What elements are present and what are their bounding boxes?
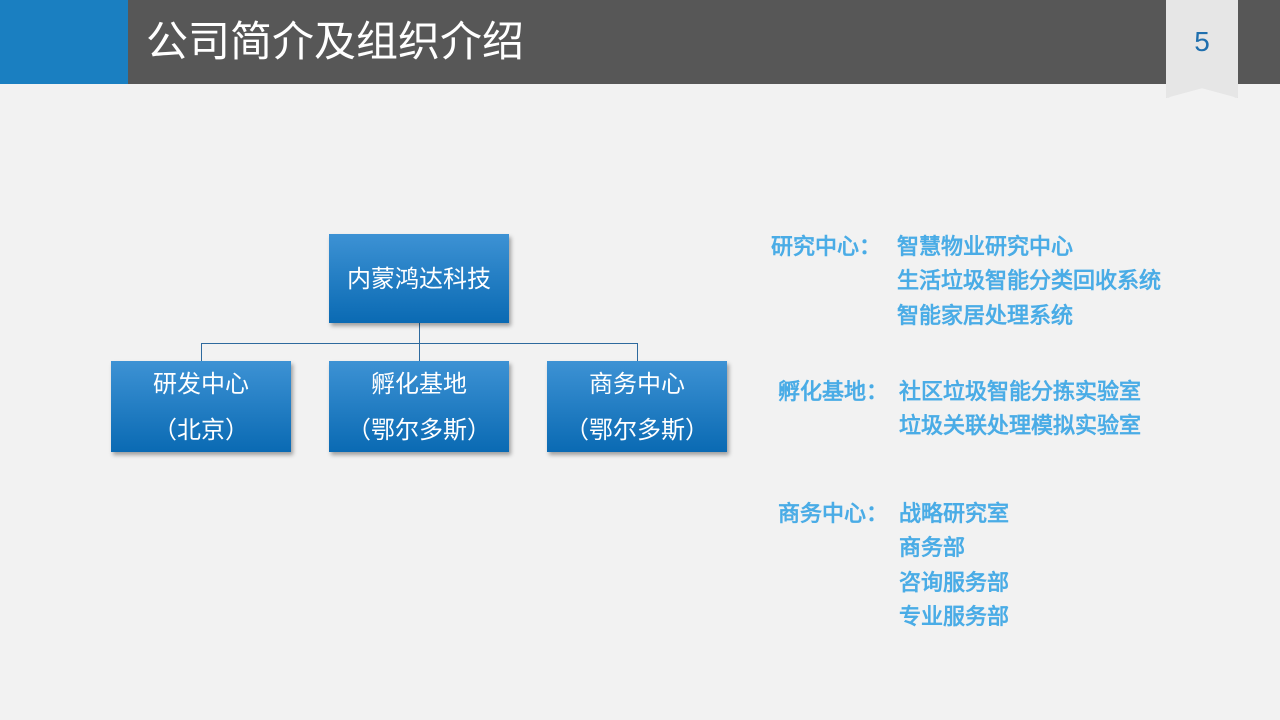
detail-item: 咨询服务部	[899, 571, 1010, 596]
detail-item: 专业服务部	[899, 605, 1010, 630]
org-child-location: （北京）	[153, 415, 249, 444]
org-child-box: 研发中心 （北京）	[111, 361, 291, 452]
header-bar	[0, 0, 1280, 84]
detail-item: 生活垃圾智能分类回收系统	[897, 269, 1162, 294]
connector-line	[637, 343, 638, 361]
detail-item: 垃圾关联处理模拟实验室	[899, 414, 1142, 439]
page-number: 5	[1194, 26, 1210, 57]
detail-item: 战略研究室	[899, 502, 1010, 527]
detail-item: 社区垃圾智能分拣实验室	[899, 380, 1142, 405]
detail-item: 智能家居处理系统	[897, 304, 1074, 329]
org-child-location: （鄂尔多斯）	[347, 415, 491, 444]
org-child-box: 商务中心 （鄂尔多斯）	[547, 361, 727, 452]
connector-line	[201, 343, 638, 344]
connector-line	[201, 343, 202, 361]
org-root-label: 内蒙鸿达科技	[347, 264, 491, 293]
org-child-box: 孵化基地 （鄂尔多斯）	[329, 361, 509, 452]
slide-title: 公司简介及组织介绍	[146, 17, 525, 66]
detail-item: 智慧物业研究中心	[897, 235, 1074, 260]
detail-item: 商务部	[899, 536, 966, 561]
header-accent	[0, 0, 128, 84]
page-number-badge: 5	[1166, 0, 1238, 98]
detail-label: 研究中心：	[771, 235, 882, 260]
org-root-box: 内蒙鸿达科技	[329, 234, 509, 323]
detail-label: 商务中心：	[778, 502, 889, 527]
connector-line	[419, 323, 420, 361]
org-child-location: （鄂尔多斯）	[565, 415, 709, 444]
org-child-name: 商务中心	[589, 369, 685, 398]
detail-label: 孵化基地：	[778, 380, 889, 405]
org-child-name: 孵化基地	[371, 369, 467, 398]
org-child-name: 研发中心	[153, 369, 249, 398]
